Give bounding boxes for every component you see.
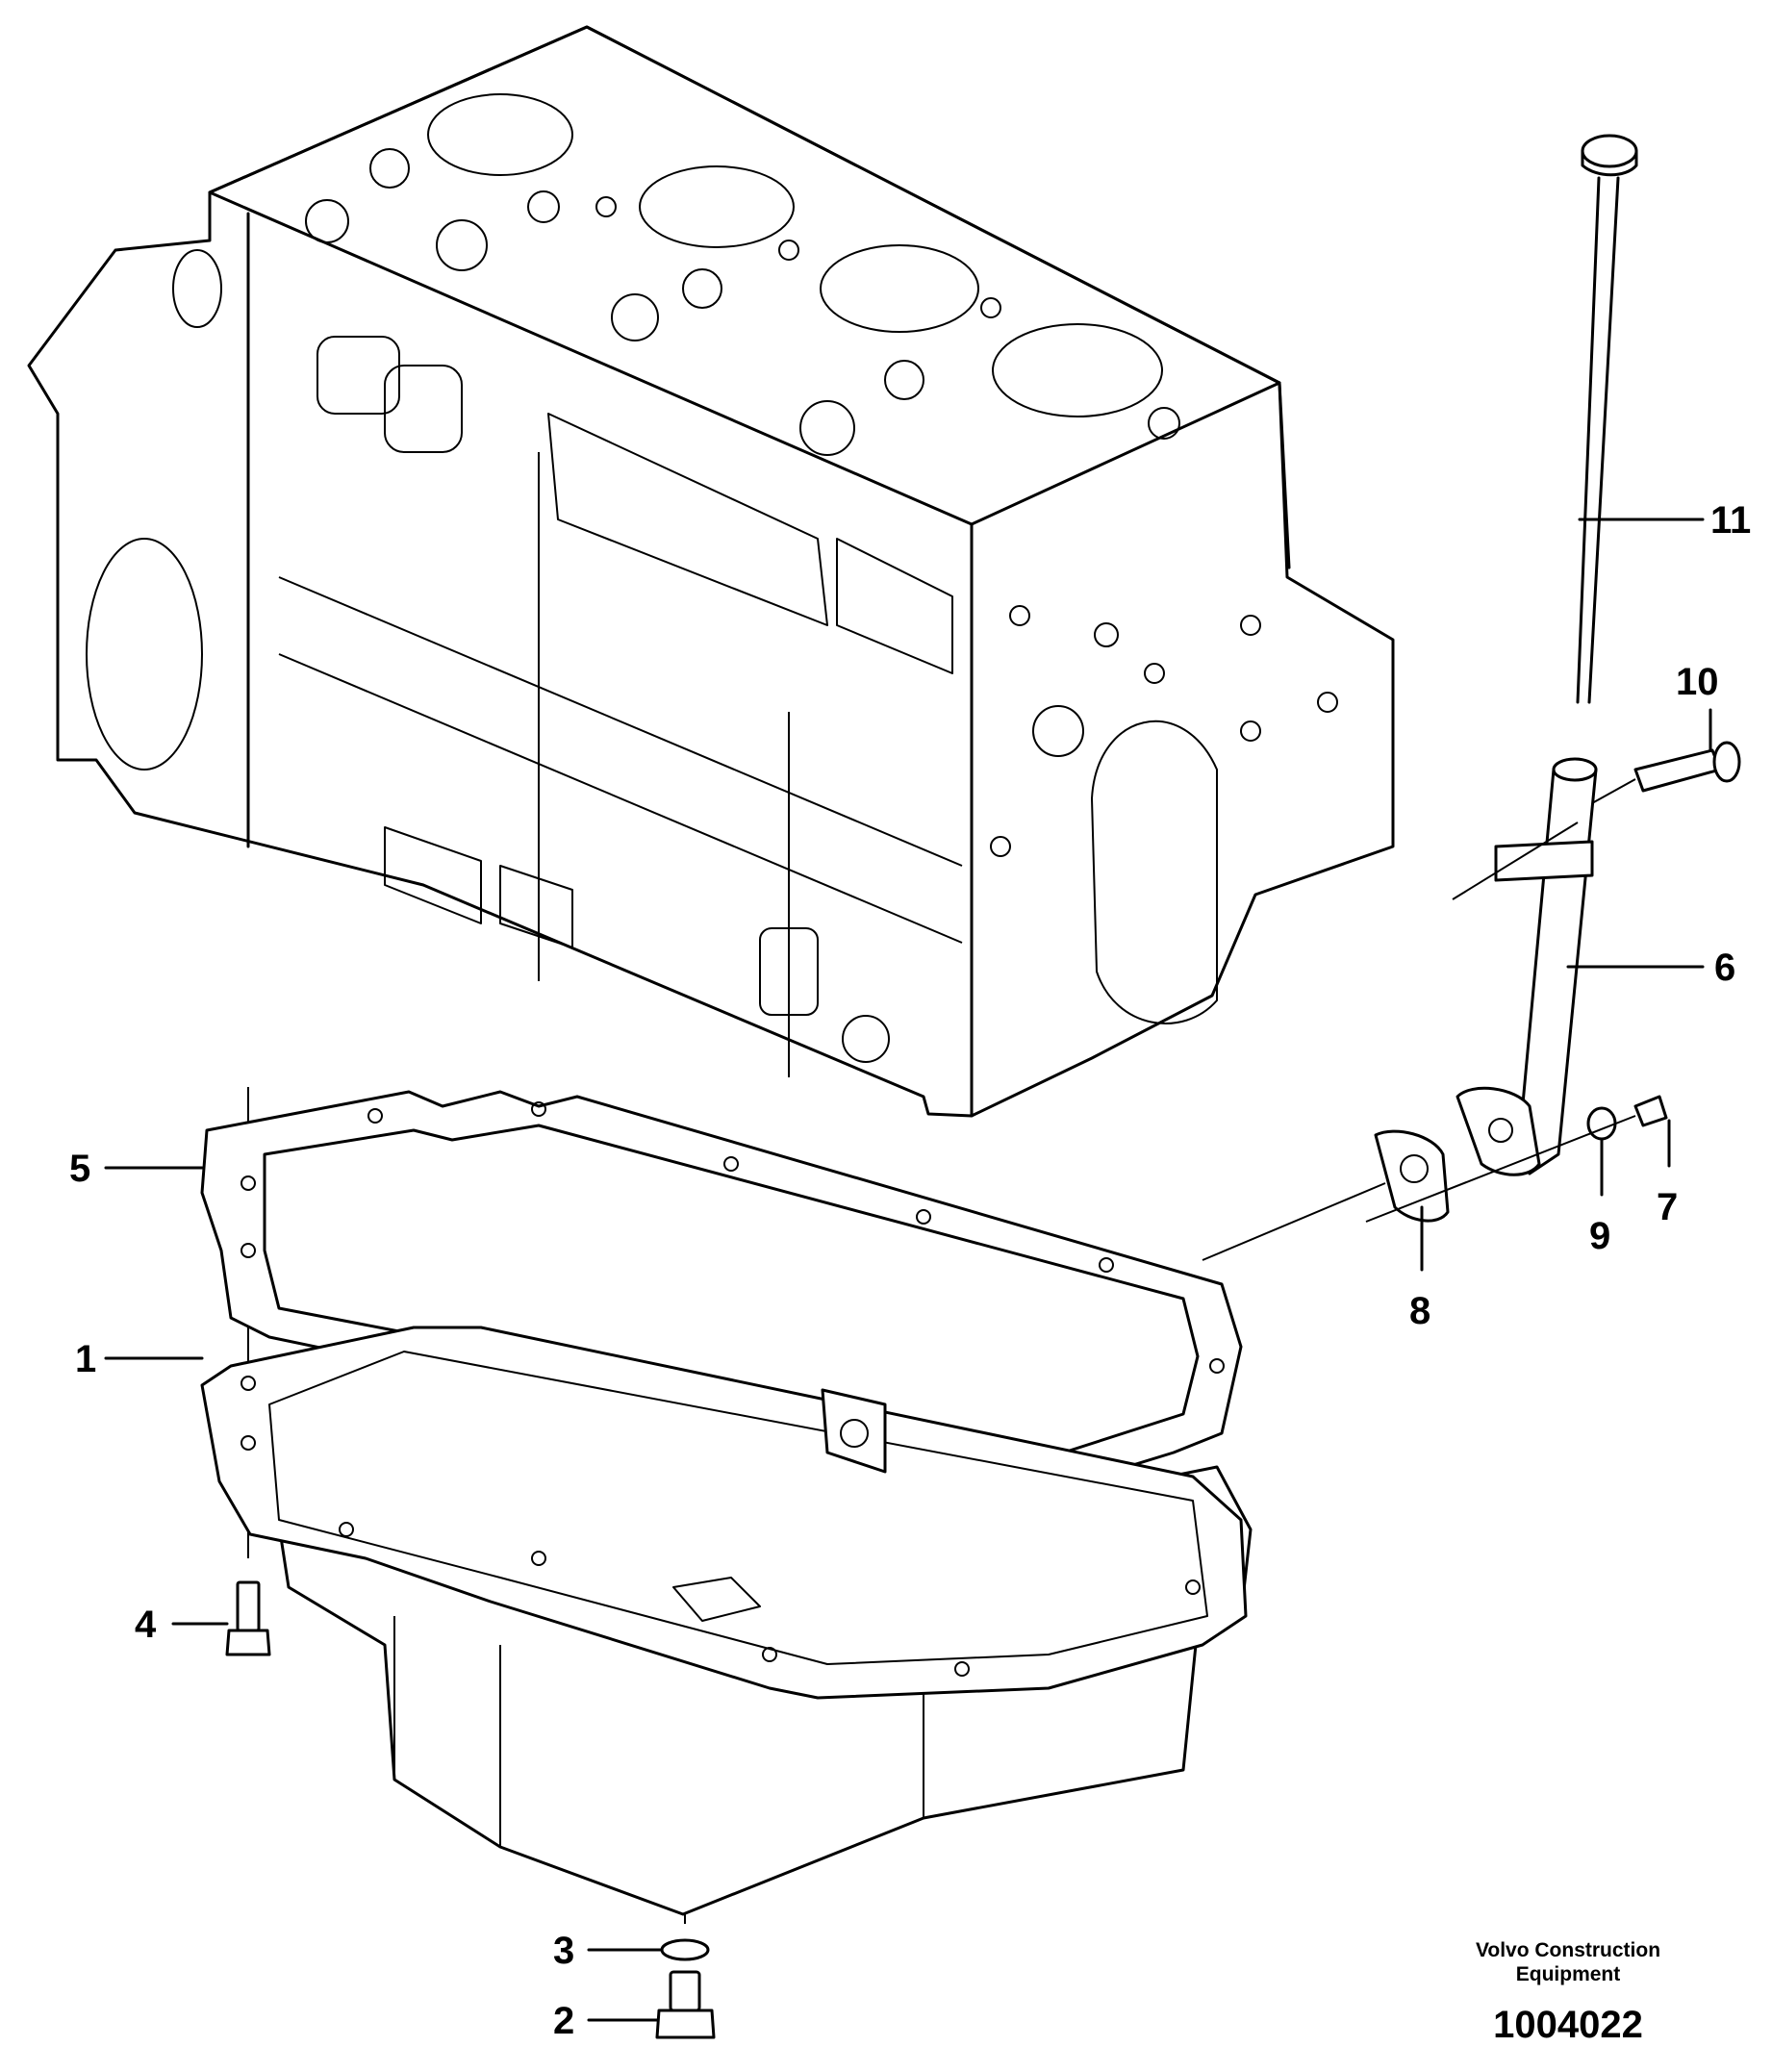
brand-line-1: Volvo Construction (1476, 1939, 1660, 1961)
callout-6: 6 (1714, 947, 1735, 989)
callout-10: 10 (1676, 661, 1719, 703)
callout-11: 11 (1710, 499, 1751, 542)
callout-leaders (104, 518, 1712, 2022)
callout-3: 3 (553, 1930, 574, 1972)
callout-4: 4 (135, 1604, 157, 1646)
engine-block (27, 25, 1395, 1118)
brand-line-2: Equipment (1516, 1963, 1621, 1985)
callout-2: 2 (553, 2000, 574, 2042)
figure-number: 1004022 (1493, 2004, 1643, 2046)
callout-8: 8 (1409, 1290, 1430, 1332)
drain-plug-2 (655, 1970, 716, 2039)
callout-5: 5 (69, 1148, 90, 1190)
dipstick (1576, 134, 1638, 704)
screw-10 (1633, 741, 1741, 793)
callout-1: 1 (75, 1338, 96, 1380)
callout-7: 7 (1657, 1186, 1678, 1228)
gasket-8 (1374, 1129, 1450, 1223)
flange-screw-4 (225, 1580, 271, 1656)
screw-7 (1586, 1095, 1668, 1141)
dipstick-tube (1456, 757, 1598, 1176)
sealing-washer-3 (660, 1938, 710, 1961)
callout-9: 9 (1589, 1215, 1610, 1257)
oil-sump (200, 1326, 1253, 1916)
